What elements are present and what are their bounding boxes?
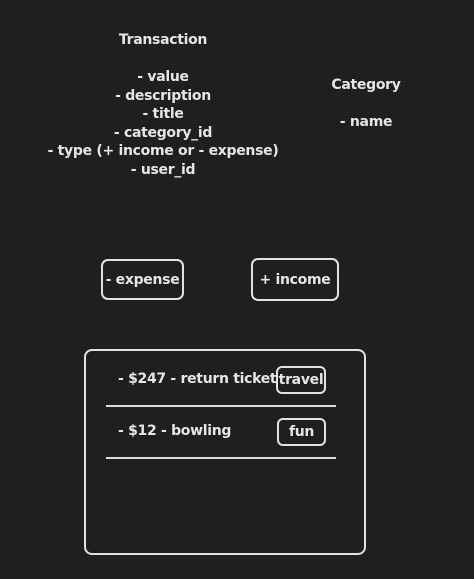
transaction-entity-title: Transaction: [118, 32, 208, 48]
category-entity-title: Category: [331, 77, 401, 93]
expense-button[interactable]: - expense: [101, 259, 184, 300]
income-button[interactable]: + income: [251, 258, 339, 301]
transaction-field-value: - value: [137, 69, 189, 85]
transaction-description: - $247 - return ticket: [118, 371, 277, 387]
transaction-field-title: - title: [142, 106, 184, 122]
transaction-field-type: - type (+ income or - expense): [47, 143, 279, 159]
category-tag-fun[interactable]: fun: [277, 418, 326, 446]
transaction-description: - $12 - bowling: [118, 423, 232, 439]
category-tag-travel[interactable]: travel: [276, 366, 326, 394]
category-field-name: - name: [339, 114, 393, 130]
expense-button-label: - expense: [105, 271, 180, 288]
transaction-field-description: - description: [115, 87, 211, 104]
transaction-field-category-id: - category_id: [113, 124, 213, 141]
transaction-entity: Transaction - value - description - titl…: [40, 30, 286, 179]
transaction-row[interactable]: - $247 - return ticket travel: [106, 353, 336, 407]
transaction-row[interactable]: - $12 - bowling fun: [106, 405, 336, 459]
transaction-field-user-id: - user_id: [130, 161, 196, 178]
income-button-label: + income: [259, 271, 331, 288]
transactions-list: - $247 - return ticket travel - $12 - bo…: [84, 349, 366, 555]
category-entity: Category - name: [318, 75, 414, 131]
